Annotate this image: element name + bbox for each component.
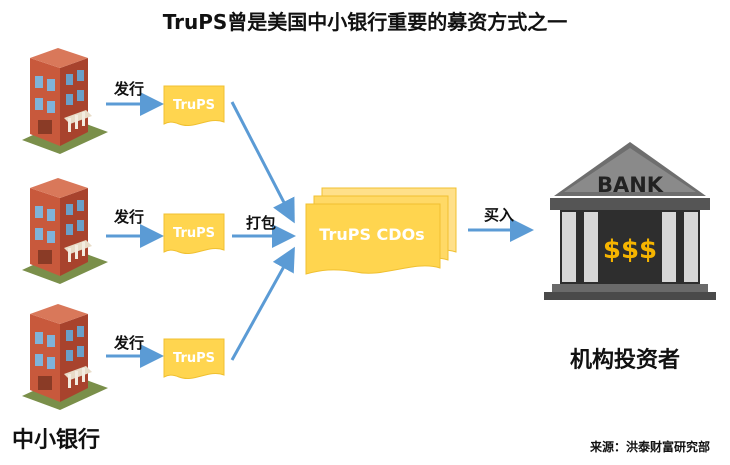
issue-label: 发行 (114, 208, 145, 226)
source-note: 来源：洪泰财富研究部 (589, 440, 710, 454)
buy-label: 买入 (484, 206, 515, 224)
bank-icon: BANK $$$ (544, 142, 716, 300)
trups-cdo-stack-icon: TruPS CDOs (305, 187, 457, 275)
small-bank-label: 中小银行 (12, 428, 101, 453)
svg-text:TruPS: TruPS (173, 351, 215, 366)
bank-building-icon (22, 48, 108, 154)
svg-text:$$$: $$$ (603, 235, 657, 265)
trups-document-icon: TruPS (163, 338, 225, 380)
bank-building-icon (22, 178, 108, 284)
svg-text:BANK: BANK (597, 173, 664, 197)
trups-document-icon: TruPS (163, 85, 225, 127)
svg-text:TruPS: TruPS (173, 226, 215, 241)
issue-label: 发行 (114, 80, 145, 98)
svg-text:TruPS: TruPS (173, 98, 215, 113)
bank-building-icon (22, 304, 108, 410)
package-arrow (230, 246, 295, 361)
svg-text:TruPS CDOs: TruPS CDOs (319, 225, 424, 244)
trups-document-icon: TruPS (163, 213, 225, 255)
page-title: TruPS曾是美国中小银行重要的募资方式之一 (162, 10, 568, 34)
package-label: 打包 (246, 214, 277, 232)
investor-label: 机构投资者 (570, 348, 681, 373)
issue-label: 发行 (114, 334, 145, 352)
package-arrow (230, 101, 295, 224)
